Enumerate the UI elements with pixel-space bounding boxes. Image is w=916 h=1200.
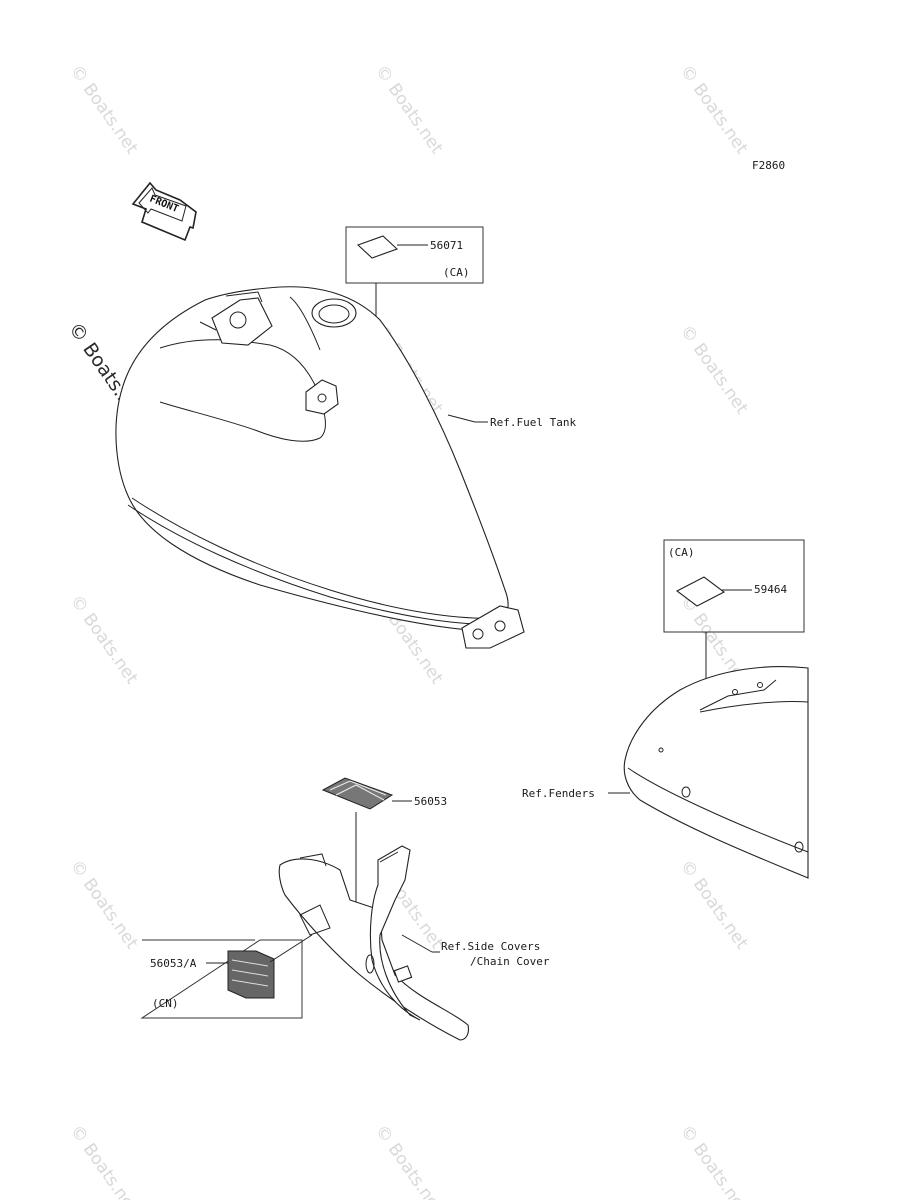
fender-label-region: (CA)	[668, 546, 695, 559]
watermark: © Boats.net	[66, 1121, 142, 1200]
side-cover: Ref.Side Covers /Chain Cover	[278, 845, 550, 1041]
watermark: © Boats.net	[371, 61, 447, 158]
fuel-tank-label-part-no: 56071	[430, 239, 463, 252]
fuel-tank-label-region: (CA)	[443, 266, 470, 279]
front-arrow-icon: FRONT	[131, 181, 197, 242]
watermark: © Boats.net	[371, 1121, 447, 1200]
ref-fuel-tank: Ref.Fuel Tank	[490, 416, 576, 429]
watermark: © Boats.net	[66, 591, 142, 688]
watermark: © Boats.net	[676, 1121, 752, 1200]
fender-label-callout: (CA) 59464	[663, 539, 805, 690]
rear-fender: Ref.Fenders	[522, 666, 809, 879]
side-cover-label-alt-region: (CN)	[152, 997, 179, 1010]
side-cover-label-alt-part-no: 56053/A	[150, 957, 197, 970]
ref-fenders: Ref.Fenders	[522, 787, 595, 800]
side-cover-label: 56053	[321, 777, 447, 905]
fender-label-part-no: 59464	[754, 583, 787, 596]
figure-code: F2860	[752, 159, 785, 172]
watermark: © Boats.net	[66, 856, 142, 953]
side-cover-label-alt-callout: 56053/A (CN)	[140, 934, 313, 1019]
watermark: © Boats.net	[66, 61, 142, 158]
watermark: © Boats.net	[676, 61, 752, 158]
side-cover-label-part-no: 56053	[414, 795, 447, 808]
ref-side-covers-line1: Ref.Side Covers	[441, 940, 540, 953]
fuel-tank-label-callout: 56071 (CA)	[345, 226, 484, 348]
fuel-tank: Ref.Fuel Tank	[115, 286, 576, 649]
watermark: © Boats.net	[676, 856, 752, 953]
ref-side-covers-line2: /Chain Cover	[470, 955, 550, 968]
watermark: © Boats.net	[676, 321, 752, 418]
